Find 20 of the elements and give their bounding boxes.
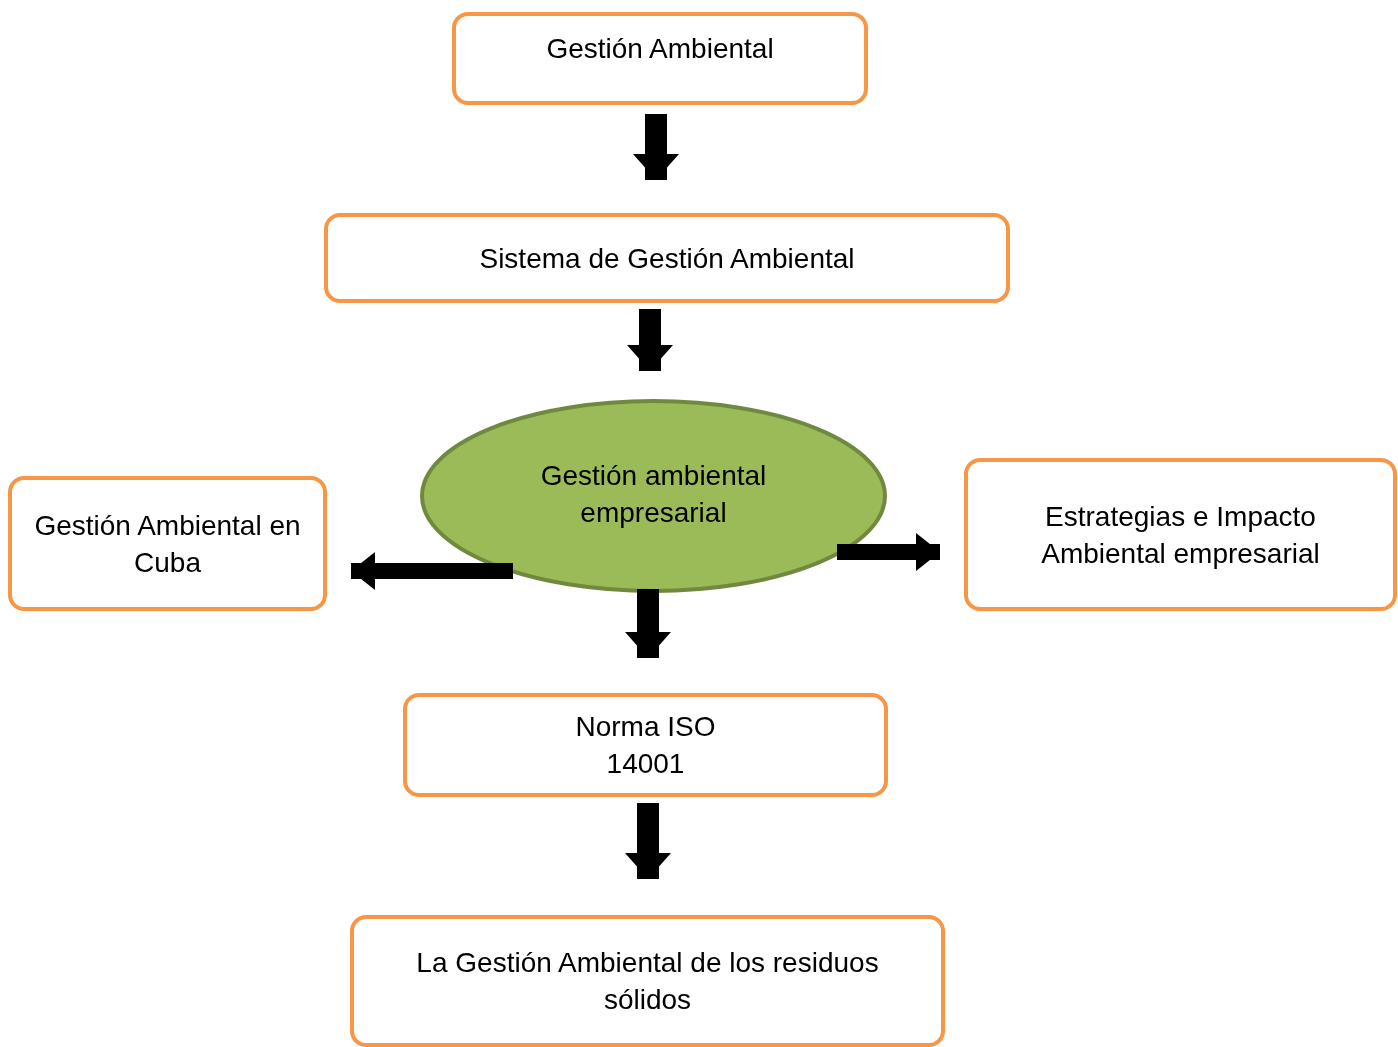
- process-box: [403, 693, 888, 797]
- arrow: [625, 803, 671, 879]
- node-label: La Gestión Ambiental de los residuos sólidos: [415, 946, 880, 1017]
- node-label: Norma ISO 14001: [574, 710, 717, 781]
- arrow: [351, 552, 513, 590]
- arrow: [627, 309, 673, 371]
- arrow: [837, 533, 940, 571]
- process-box: [964, 458, 1397, 611]
- process-box: [324, 213, 1010, 303]
- node-label: Sistema de Gestión Ambiental: [479, 241, 855, 276]
- arrow: [633, 114, 679, 180]
- node-label: Gestión ambiental empresarial: [539, 459, 768, 530]
- node-label: Gestión Ambiental en Cuba: [33, 508, 302, 580]
- process-ellipse: [420, 399, 887, 593]
- node-label: Gestión Ambiental: [546, 32, 774, 66]
- arrow: [625, 589, 671, 658]
- process-box: [350, 915, 945, 1047]
- node-label: Estrategias e Impacto Ambiental empresarial: [1040, 499, 1321, 571]
- process-box: [8, 476, 327, 611]
- process-box: [452, 12, 868, 105]
